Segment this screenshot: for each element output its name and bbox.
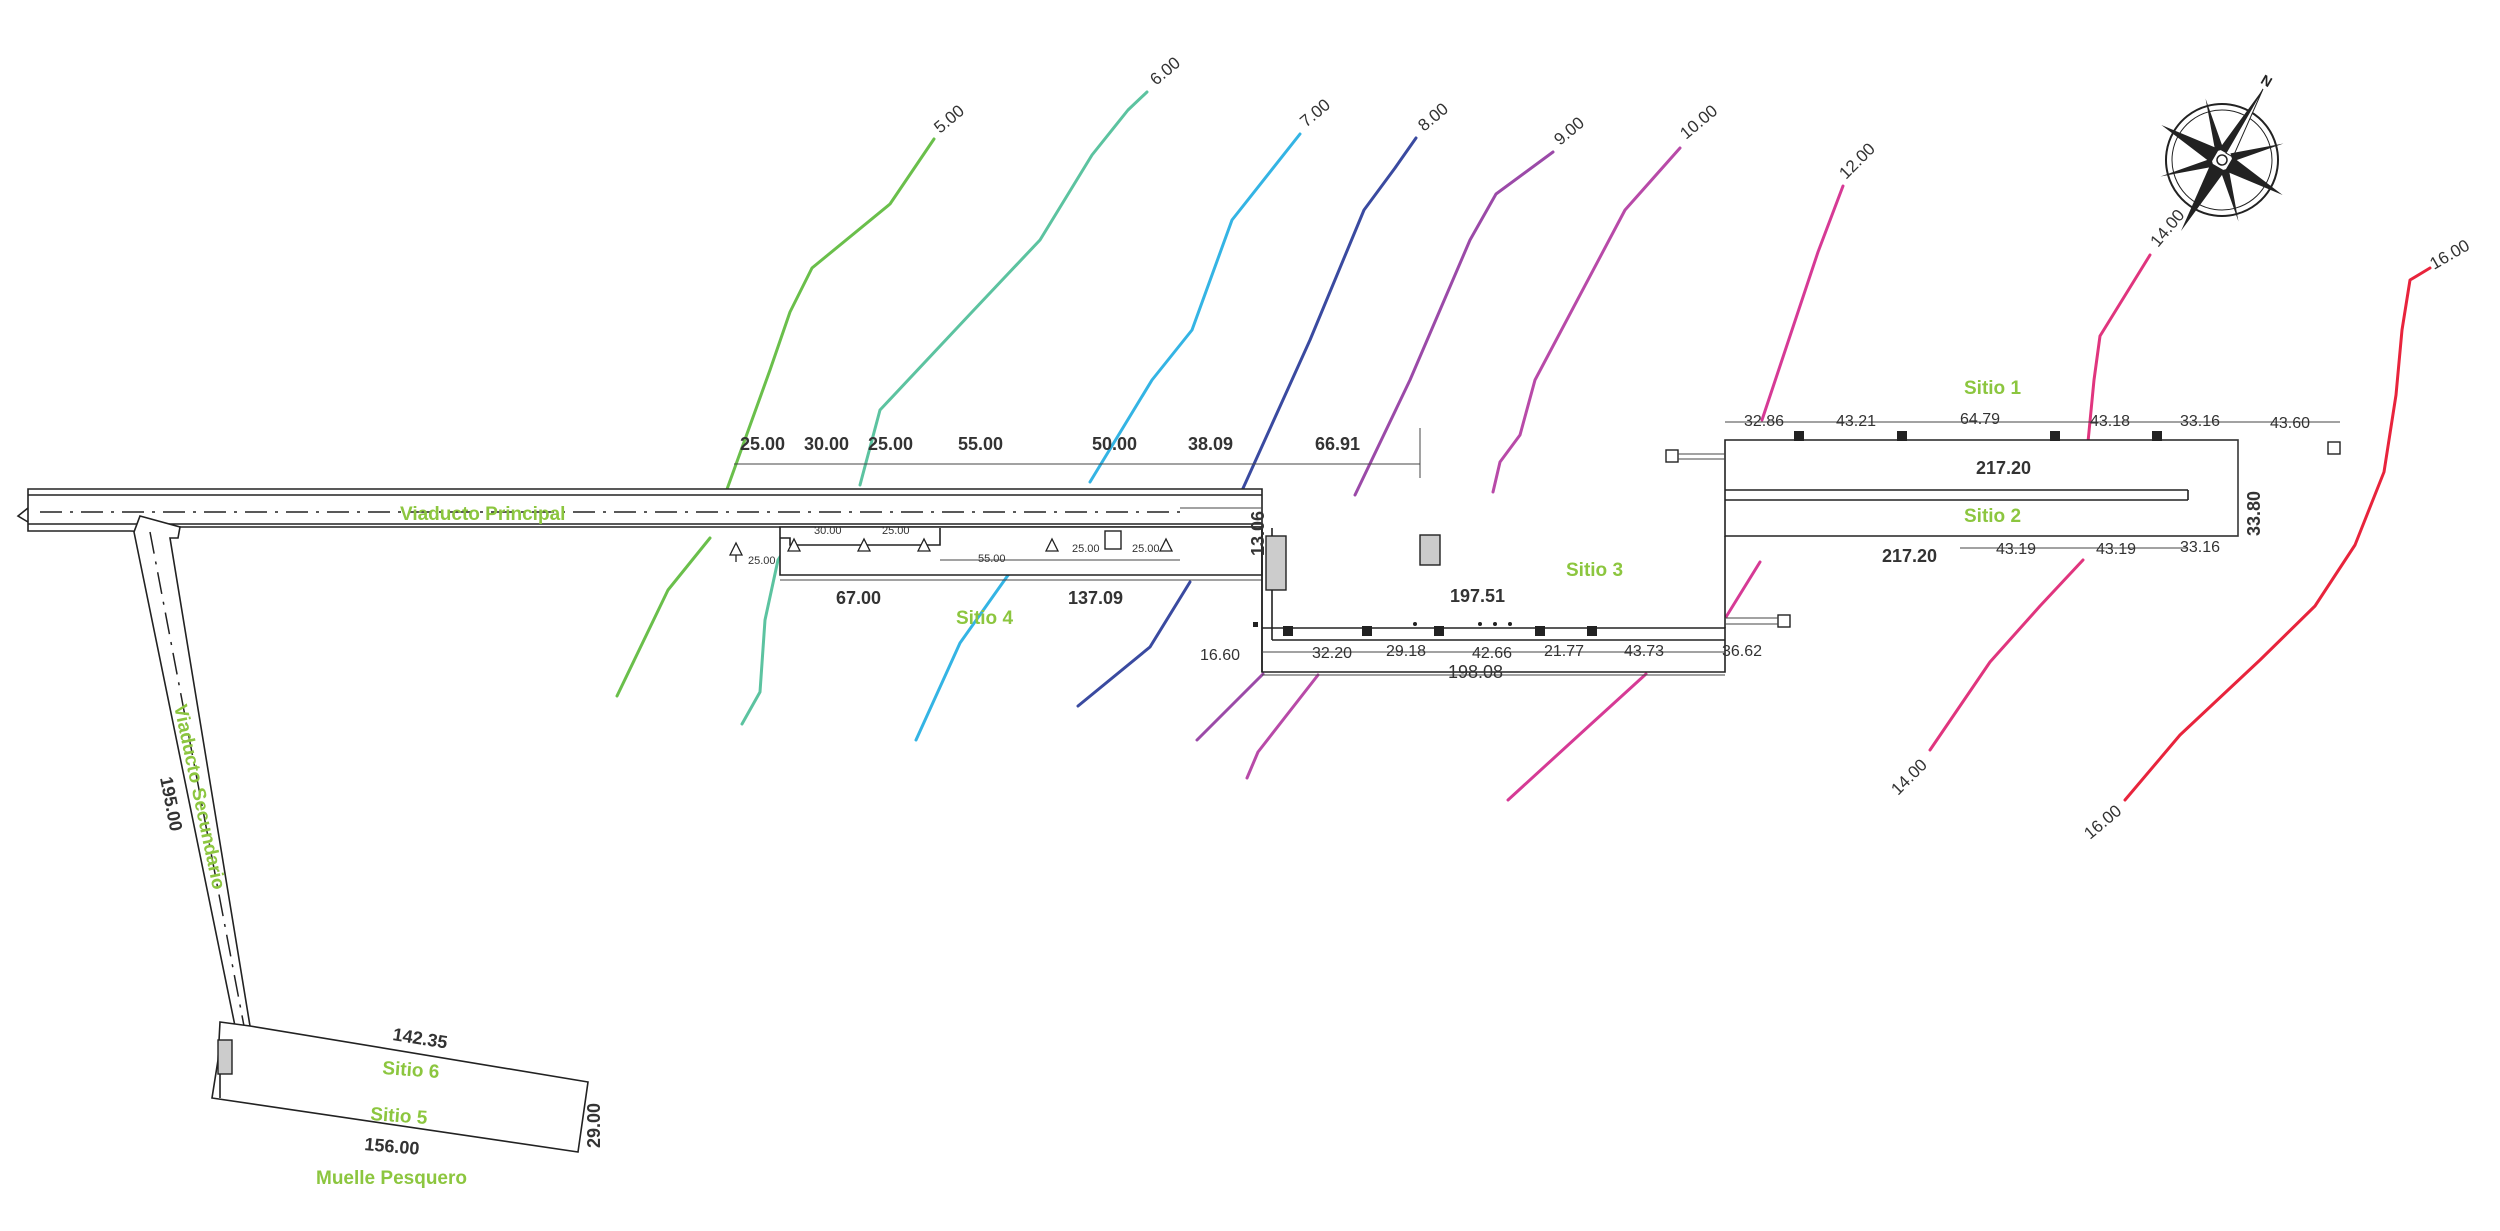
dim-s4-6: 25.00	[1132, 543, 1160, 555]
sitio-1-2-dimensions: 32.86 43.21 64.79 43.18 33.16 43.60 217.…	[1744, 411, 2310, 566]
dim-top-2: 30.00	[804, 434, 849, 454]
mooring-square-2	[2327, 441, 2341, 455]
label-sitio-2: Sitio 2	[1964, 506, 2021, 527]
label-sitio-6: Sitio 6	[382, 1058, 440, 1083]
contour-8-lower	[1076, 580, 1192, 708]
contour-12-bottom	[1506, 672, 1648, 802]
dim-s4-1: 30.00	[814, 525, 842, 537]
dim-s3-6: 43.73	[1624, 643, 1664, 660]
contour-7	[1088, 132, 1302, 484]
depth-label-14-bottom: 14.00	[1887, 755, 1931, 799]
depth-label-10: 10.00	[1676, 101, 1721, 143]
dim-s2-1: 43.19	[1996, 541, 2036, 558]
label-muelle-pesquero: Muelle Pesquero	[316, 1168, 467, 1189]
dim-s3-3: 29.18	[1386, 643, 1426, 660]
contour-6	[858, 90, 1149, 487]
dim-s1-5: 33.16	[2180, 413, 2220, 430]
depth-label-6: 6.00	[1146, 53, 1184, 89]
depth-label-12: 12.00	[1835, 139, 1879, 183]
dim-s1-4: 43.18	[2090, 413, 2130, 430]
dimension-lines	[734, 421, 2340, 676]
contour-14-bottom	[1928, 558, 2085, 752]
sitio-3-dimensions: 16.60 32.20 29.18 42.66 21.77 43.73 36.6…	[1200, 586, 1762, 682]
dim-29-00: 29.00	[584, 1103, 604, 1148]
dim-156-00: 156.00	[364, 1134, 421, 1159]
dim-s2-3: 33.16	[2180, 539, 2220, 556]
depth-label-7: 7.00	[1296, 95, 1334, 131]
hatched-block-1	[1265, 535, 1287, 591]
dim-217-20-b: 217.20	[1882, 546, 1937, 566]
dim-s3-7: 36.62	[1722, 643, 1762, 660]
dim-s4-2: 25.00	[882, 525, 910, 537]
contour-5-lower	[615, 536, 712, 698]
depth-label-14-top: 14.00	[2147, 206, 2189, 251]
contour-16	[2123, 266, 2432, 802]
fender-markers	[728, 537, 1174, 562]
depth-label-5: 5.00	[930, 101, 968, 137]
bollards	[1253, 431, 2162, 636]
label-sitio-1: Sitio 1	[1964, 378, 2021, 399]
contour-12-lower	[1724, 560, 1762, 619]
dim-33-80: 33.80	[2244, 491, 2264, 536]
dim-s4-5: 25.00	[1072, 543, 1100, 555]
structures	[16, 431, 2341, 1153]
hatched-block-3	[217, 1039, 233, 1075]
contour-10	[1491, 146, 1682, 494]
depth-label-16-top: 16.00	[2427, 236, 2473, 274]
dim-s4-bottom-1: 67.00	[836, 588, 881, 608]
contour-9-lower	[1195, 672, 1265, 742]
dim-s3-1: 16.60	[1200, 647, 1240, 664]
label-viaducto-principal: Viaducto Principal	[400, 504, 565, 525]
dim-197-51: 197.51	[1450, 586, 1505, 606]
north-label: N	[2258, 71, 2275, 90]
dim-top-3: 25.00	[868, 434, 913, 454]
label-sitio-5: Sitio 5	[370, 1104, 429, 1129]
sitio-4-platform	[779, 526, 1263, 576]
dim-195-00: 195.00	[156, 775, 186, 833]
dim-s4-bottom-2: 137.09	[1068, 588, 1123, 608]
viaducto-secundario	[133, 515, 251, 1027]
dim-top-4: 55.00	[958, 434, 1003, 454]
mooring-square-3	[1777, 614, 1791, 628]
dim-s1-3: 64.79	[1960, 411, 2000, 428]
dim-198-08: 198.08	[1448, 662, 1503, 682]
depth-label-16-bottom: 16.00	[2080, 801, 2125, 843]
mooring-square-4	[1104, 530, 1122, 550]
contour-10-lower	[1245, 673, 1320, 780]
dim-s1-6: 43.60	[2270, 415, 2310, 432]
label-sitio-3: Sitio 3	[1566, 560, 1623, 581]
label-sitio-4: Sitio 4	[956, 608, 1013, 629]
depth-label-9: 9.00	[1550, 113, 1588, 149]
top-dimensions: 25.00 30.00 25.00 55.00 50.00 38.09 66.9…	[740, 434, 1360, 454]
dim-s3-2: 32.20	[1312, 645, 1352, 662]
dim-top-5: 50.00	[1092, 434, 1137, 454]
contour-12	[1760, 184, 1845, 422]
dim-top-1: 25.00	[740, 434, 785, 454]
contour-5	[724, 137, 936, 494]
dim-142-35: 142.35	[391, 1024, 449, 1052]
contour-14-top	[2086, 253, 2152, 444]
mooring-square-1	[1665, 449, 1679, 463]
compass-rose-icon: N	[2160, 71, 2284, 232]
dim-s1-1: 32.86	[1744, 413, 1784, 430]
dim-s3-4: 42.66	[1472, 645, 1512, 662]
dim-s2-2: 43.19	[2096, 541, 2136, 558]
depth-label-8: 8.00	[1414, 99, 1452, 135]
dim-13-06: 13.06	[1248, 511, 1268, 556]
hatched-block-2	[1419, 534, 1441, 566]
dim-s3-5: 21.77	[1544, 643, 1584, 660]
dim-217-20-a: 217.20	[1976, 458, 2031, 478]
contour-9	[1353, 150, 1555, 497]
dim-top-6: 38.09	[1188, 434, 1233, 454]
sitio-4-dimensions: 30.00 25.00 25.00 55.00 25.00 25.00 67.0…	[748, 511, 1268, 608]
contour-8	[1238, 136, 1418, 497]
dim-s4-4: 55.00	[978, 553, 1006, 565]
dim-s4-3: 25.00	[748, 555, 776, 567]
dim-top-7: 66.91	[1315, 434, 1360, 454]
dim-s1-2: 43.21	[1836, 413, 1876, 430]
